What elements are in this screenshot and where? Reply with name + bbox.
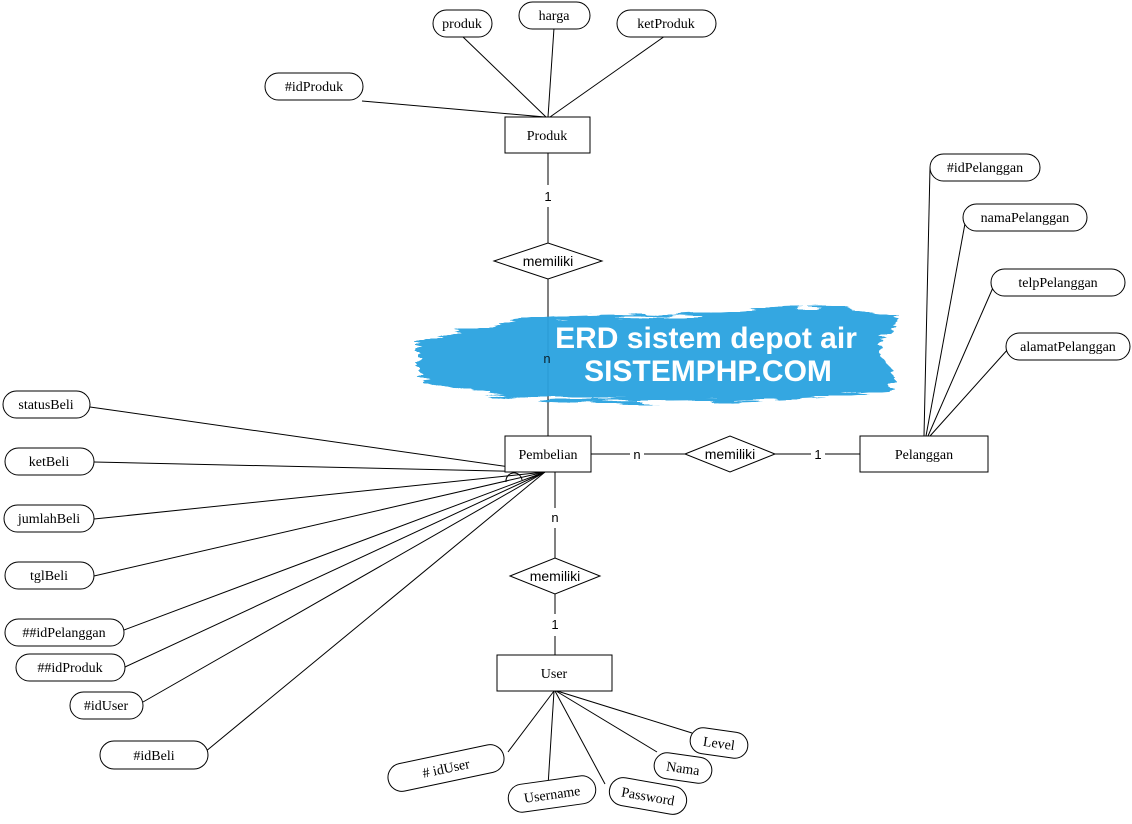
entity-pembelian: Pembelian xyxy=(504,435,592,473)
link-curve-mark xyxy=(505,472,523,483)
link-pembelian-jumlahbeli xyxy=(93,471,546,520)
relationship-pembelian-user: memiliki xyxy=(508,557,602,595)
watermark-brush-stroke xyxy=(418,307,898,402)
relationship-diamond xyxy=(492,242,604,280)
relationship-produk-pembelian: memiliki xyxy=(492,242,604,280)
attribute-idpelanggan-fk: ##idPelanggan xyxy=(4,618,125,647)
attribute-produk: produk xyxy=(432,9,493,38)
attribute-iduser: # idUser xyxy=(387,744,505,792)
entity-pelanggan: Pelanggan xyxy=(859,435,989,473)
watermark-line2: SISTEMPHP.COM xyxy=(584,355,832,388)
link-produk-ketproduk xyxy=(549,35,666,118)
link-produk-produk xyxy=(461,35,547,118)
attribute-alamatpelanggan: alamatPelanggan xyxy=(1005,332,1131,361)
relationship-label: memiliki xyxy=(530,568,581,584)
link-pembelian-statusbeli xyxy=(89,406,546,473)
svg-text:namaPelanggan: namaPelanggan xyxy=(981,211,1070,226)
card-pelanggan-side: 1 xyxy=(814,447,821,462)
relationship-diamond xyxy=(683,435,777,473)
attribute-statusbeli: statusBeli xyxy=(2,390,91,419)
entity-user: User xyxy=(496,654,613,692)
svg-text:alamatPelanggan: alamatPelanggan xyxy=(1020,340,1116,355)
entity-produk: Produk xyxy=(504,116,591,154)
link-user-nama xyxy=(555,690,658,753)
card-user-side: 1 xyxy=(551,617,558,632)
attributes-pelanggan: #idPelanggan namaPelanggan telpPelanggan… xyxy=(929,153,1131,361)
svg-text:#idProduk: #idProduk xyxy=(285,80,343,95)
relationship-label: memiliki xyxy=(523,253,574,269)
attribute-level: Level xyxy=(689,727,749,759)
link-produk-harga xyxy=(547,27,555,118)
card-pembelian-top: n xyxy=(543,351,550,366)
entity-label: User xyxy=(541,667,568,682)
svg-text:ketProduk: ketProduk xyxy=(637,17,695,32)
watermark: ERD sistem depot air SISTEMPHP.COM xyxy=(418,307,898,402)
attribute-ketproduk: ketProduk xyxy=(616,9,717,38)
connection-lines xyxy=(89,27,1010,787)
svg-text:#idBeli: #idBeli xyxy=(133,749,174,764)
link-pelanggan-alamat xyxy=(929,347,1010,437)
svg-text:Level: Level xyxy=(702,735,736,754)
attributes-produk: produk harga ketProduk #idProduk xyxy=(264,1,717,101)
attribute-idbeli: #idBeli xyxy=(99,740,209,770)
attribute-idproduk: #idProduk xyxy=(264,72,364,101)
entity-box xyxy=(504,116,591,154)
cardinality-labels: 1 n n 1 n 1 xyxy=(541,185,825,636)
entity-label: Pelanggan xyxy=(895,448,953,463)
card-produk-side: 1 xyxy=(544,189,551,204)
link-pembelian-idbeli xyxy=(204,471,546,753)
svg-text:harga: harga xyxy=(539,9,571,24)
link-pembelian-ketbeli xyxy=(93,461,546,473)
link-user-iduser xyxy=(507,690,555,753)
link-pelanggan-telp xyxy=(927,282,996,437)
svg-text:jumlahBeli: jumlahBeli xyxy=(17,512,80,527)
watermark-line1: ERD sistem depot air xyxy=(555,322,857,355)
relationship-pembelian-pelanggan: memiliki xyxy=(683,435,777,473)
svg-text:ketBeli: ketBeli xyxy=(29,455,70,470)
svg-text:Nama: Nama xyxy=(665,760,701,780)
entity-box xyxy=(496,654,613,692)
card-pembelian-bottom: n xyxy=(551,510,558,525)
svg-text:#idPelanggan: #idPelanggan xyxy=(947,161,1023,176)
attribute-username: Username xyxy=(507,775,597,813)
attribute-idpelanggan: #idPelanggan xyxy=(929,153,1041,182)
svg-text:telpPelanggan: telpPelanggan xyxy=(1018,276,1097,291)
attribute-ketbeli: ketBeli xyxy=(4,447,95,476)
attribute-telppelanggan: telpPelanggan xyxy=(990,268,1126,297)
attributes-pembelian: statusBeli ketBeli jumlahBeli tglBeli ##… xyxy=(2,390,209,770)
link-pembelian-tglbeli xyxy=(93,471,546,577)
entity-label: Produk xyxy=(527,129,567,144)
link-pelanggan-nama xyxy=(925,217,967,437)
attribute-tglbeli: tglBeli xyxy=(4,561,95,590)
entity-box xyxy=(859,435,989,473)
svg-text:##idPelanggan: ##idPelanggan xyxy=(22,626,105,641)
attributes-user: # idUser Username Password Nama Level xyxy=(387,727,749,815)
svg-text:##idProduk: ##idProduk xyxy=(37,661,102,676)
link-pembelian-idpelanggan xyxy=(123,471,546,631)
attribute-jumlahbeli: jumlahBeli xyxy=(3,504,95,533)
svg-text:#idUser: #idUser xyxy=(84,699,129,714)
entity-label: Pembelian xyxy=(518,448,577,463)
svg-text:tglBeli: tglBeli xyxy=(30,569,68,584)
entity-box xyxy=(504,435,592,473)
link-user-username xyxy=(547,690,555,787)
link-pembelian-idproduk xyxy=(124,471,546,668)
relationship-diamond xyxy=(508,557,602,595)
link-user-level xyxy=(556,690,693,734)
attribute-idproduk-fk: ##idProduk xyxy=(15,653,126,682)
svg-text:statusBeli: statusBeli xyxy=(18,398,73,413)
attribute-namapelanggan: namaPelanggan xyxy=(962,203,1088,232)
attribute-password: Password xyxy=(608,777,688,815)
attribute-nama: Nama xyxy=(653,752,713,784)
svg-text:produk: produk xyxy=(442,17,482,32)
attribute-iduser-fk: #idUser xyxy=(69,691,144,720)
link-pelanggan-idpelanggan xyxy=(923,167,931,437)
link-user-password xyxy=(554,690,606,785)
relationship-label: memiliki xyxy=(705,446,756,462)
link-produk-idproduk xyxy=(361,100,546,118)
attribute-harga: harga xyxy=(518,1,591,30)
card-pembelian-right: n xyxy=(633,447,640,462)
link-pembelian-iduser xyxy=(142,471,546,703)
